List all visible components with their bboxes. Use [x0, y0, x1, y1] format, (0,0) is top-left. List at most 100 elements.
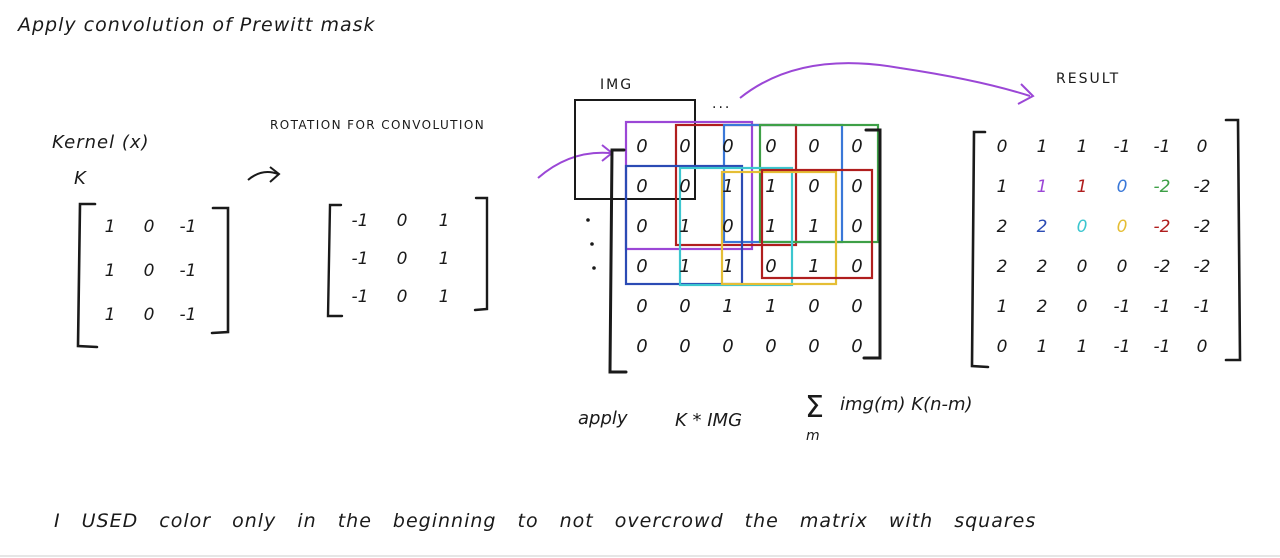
matrix-cell: 1: [765, 216, 776, 237]
image-matrix-leading-dots: [586, 218, 596, 270]
matrix-cell: 1: [105, 305, 116, 325]
kernel-label: Kernel (x): [52, 132, 150, 153]
matrix-cell: 1: [1037, 337, 1048, 357]
sum-term: img(m) K(n-m): [840, 394, 973, 415]
matrix-cell: 1: [997, 297, 1008, 317]
matrix-cell: 0: [1117, 177, 1128, 197]
window-green: [758, 123, 880, 244]
matrix-cell: 0: [851, 256, 862, 277]
matrix-cell: 0: [636, 336, 647, 357]
sum-symbol: Σ: [805, 390, 824, 425]
matrix-cell: 0: [851, 296, 862, 317]
matrix-cell: 0: [1077, 257, 1088, 277]
matrix-cell: 0: [808, 296, 819, 317]
image-label: IMG: [600, 77, 634, 93]
matrix-cell: 0: [808, 136, 819, 157]
matrix-cell: 0: [679, 136, 690, 157]
matrix-cell: 1: [808, 216, 819, 237]
matrix-cell: -1: [180, 217, 197, 237]
matrix-cell: -1: [352, 287, 369, 307]
matrix-cell: 0: [1077, 297, 1088, 317]
matrix-cell: 2: [1037, 257, 1048, 277]
matrix-cell: 1: [1077, 137, 1088, 157]
image-matrix-brackets: [608, 128, 882, 374]
matrix-cell: 0: [851, 336, 862, 357]
rotation-arrowhead: [269, 166, 281, 183]
matrix-cell: 0: [722, 216, 733, 237]
result-label: RESULT: [1056, 71, 1121, 87]
matrix-cell: 0: [808, 336, 819, 357]
matrix-cell: 0: [765, 136, 776, 157]
matrix-cell: 0: [765, 336, 776, 357]
input-arrow: [537, 151, 611, 179]
matrix-cell: 0: [679, 296, 690, 317]
matrix-cell: -2: [1154, 217, 1171, 237]
matrix-cell: 0: [679, 176, 690, 197]
matrix-cell: -1: [352, 211, 369, 231]
matrix-cell: 0: [397, 287, 408, 307]
matrix-cell: 0: [765, 256, 776, 277]
matrix-cell: 1: [1077, 177, 1088, 197]
matrix-cell: 2: [1037, 217, 1048, 237]
rotation-label: ROTATION FOR CONVOLUTION: [270, 118, 486, 132]
result-arrow: [739, 62, 1031, 99]
footnote: I USED color only in the beginning to no…: [54, 510, 1037, 532]
matrix-cell: 0: [144, 305, 155, 325]
matrix-cell: -2: [1194, 217, 1211, 237]
matrix-cell: -1: [1154, 297, 1171, 317]
img-window-box: [574, 99, 696, 200]
matrix-cell: 1: [105, 261, 116, 281]
matrix-cell: -1: [1114, 297, 1131, 317]
matrix-cell: -1: [1114, 137, 1131, 157]
matrix-cell: -2: [1154, 177, 1171, 197]
dot: [590, 242, 594, 246]
apply-label: apply: [578, 408, 628, 429]
matrix-cell: 1: [722, 256, 733, 277]
kernel-matrix-brackets: [76, 202, 230, 349]
matrix-cell: 1: [1037, 137, 1048, 157]
matrix-cell: 2: [1037, 297, 1048, 317]
matrix-cell: 0: [1117, 217, 1128, 237]
matrix-cell: 0: [636, 176, 647, 197]
dot: [592, 266, 596, 270]
matrix-cell: 1: [679, 216, 690, 237]
matrix-cell: 1: [439, 211, 450, 231]
matrix-cell: 0: [636, 296, 647, 317]
matrix-cell: -2: [1194, 257, 1211, 277]
convolution-expression: K * IMG: [675, 410, 743, 431]
sum-index: m: [806, 428, 820, 444]
ellipsis: ...: [712, 96, 732, 112]
matrix-cell: 0: [851, 176, 862, 197]
matrix-cell: -1: [180, 261, 197, 281]
matrix-cell: 1: [997, 177, 1008, 197]
result-matrix-brackets: [970, 118, 1242, 369]
matrix-cell: 0: [722, 136, 733, 157]
matrix-cell: 0: [1117, 257, 1128, 277]
matrix-cell: 1: [439, 287, 450, 307]
window-red-bottom: [760, 168, 874, 280]
matrix-cell: 1: [722, 176, 733, 197]
matrix-cell: 1: [1037, 177, 1048, 197]
matrix-cell: -2: [1154, 257, 1171, 277]
matrix-cell: 0: [851, 216, 862, 237]
matrix-cell: -1: [1114, 337, 1131, 357]
matrix-cell: 1: [679, 256, 690, 277]
matrix-cell: 0: [808, 176, 819, 197]
matrix-cell: 0: [722, 336, 733, 357]
rotation-arrow: [247, 171, 279, 181]
matrix-cell: 0: [636, 136, 647, 157]
matrix-cell: -1: [352, 249, 369, 269]
matrix-cell: 0: [1077, 217, 1088, 237]
matrix-cell: 0: [679, 336, 690, 357]
matrix-cell: -2: [1194, 177, 1211, 197]
matrix-cell: 1: [765, 176, 776, 197]
page-title: Apply convolution of Prewitt mask: [18, 14, 376, 36]
matrix-cell: -1: [1154, 137, 1171, 157]
dot: [586, 218, 590, 222]
matrix-cell: 2: [997, 217, 1008, 237]
window-yellow: [720, 170, 838, 286]
matrix-cell: 0: [144, 217, 155, 237]
matrix-cell: 1: [105, 217, 116, 237]
